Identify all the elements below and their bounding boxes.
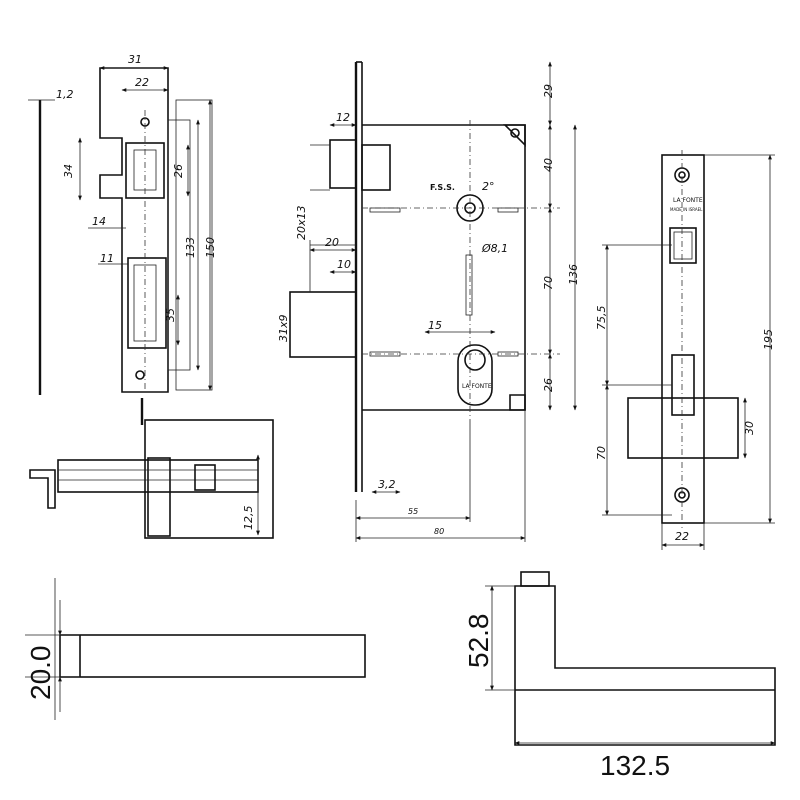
dim-70: 70 — [542, 276, 555, 290]
dim-30: 30 — [743, 421, 756, 435]
dim-133: 133 — [184, 237, 197, 258]
dim-3-2: 3,2 — [378, 478, 396, 491]
fss-label: F.S.S. — [430, 183, 455, 192]
faceplate-view: LA FONTE MADE IN ISRAEL 195 75,5 70 30 2… — [595, 150, 775, 550]
dim-15: 15 — [428, 319, 442, 332]
dim-29: 29 — [542, 84, 555, 98]
dim-20x13: 20x13 — [295, 205, 308, 240]
dim-55: 55 — [408, 507, 418, 516]
dim-rose-height: 52.8 — [463, 614, 494, 669]
dim-handle-height: 20.0 — [25, 646, 56, 701]
dim-136: 136 — [567, 264, 580, 285]
dim-34: 34 — [62, 164, 75, 178]
dim-12: 12 — [336, 111, 350, 124]
handle-side-view: 20.0 — [25, 578, 366, 720]
dim-40: 40 — [542, 158, 555, 172]
dim-195: 195 — [762, 329, 775, 350]
dim-10: 10 — [337, 258, 351, 271]
dim-70-face: 70 — [595, 446, 608, 460]
dim-31x9: 31x9 — [277, 314, 290, 342]
dim-22: 22 — [135, 76, 149, 89]
dim-2deg: 2° — [482, 180, 495, 193]
dim-plate-thickness: 1,2 — [56, 88, 74, 101]
handle-front-view: 52.8 132.5 — [463, 571, 776, 781]
dim-80: 80 — [434, 527, 444, 536]
dim-11: 11 — [100, 252, 114, 265]
lock-body-view: F.S.S. LA FONTE 29 40 70 26 136 12 20x13… — [277, 61, 580, 542]
dim-26-lock: 26 — [542, 378, 555, 392]
dim-22-face: 22 — [675, 530, 689, 543]
dim-12-5: 12,5 — [242, 506, 255, 531]
faceplate-made-label: MADE IN ISRAEL — [670, 207, 703, 212]
dim-20: 20 — [325, 236, 339, 249]
dim-150: 150 — [204, 237, 217, 258]
strike-plate-view: 1,2 31 22 34 26 14 11 35 133 150 — [28, 53, 217, 395]
dim-dia-8-1: Ø8,1 — [481, 242, 508, 255]
latch-side-view: 12,5 — [29, 398, 274, 539]
dim-31: 31 — [128, 53, 142, 66]
dim-handle-length: 132.5 — [600, 750, 670, 781]
dim-14: 14 — [92, 215, 106, 228]
faceplate-brand-label: LA FONTE — [673, 197, 703, 204]
dim-26: 26 — [172, 164, 185, 178]
dim-35: 35 — [164, 308, 177, 322]
lock-brand-label: LA FONTE — [462, 383, 492, 390]
dim-75-5: 75,5 — [595, 306, 608, 331]
